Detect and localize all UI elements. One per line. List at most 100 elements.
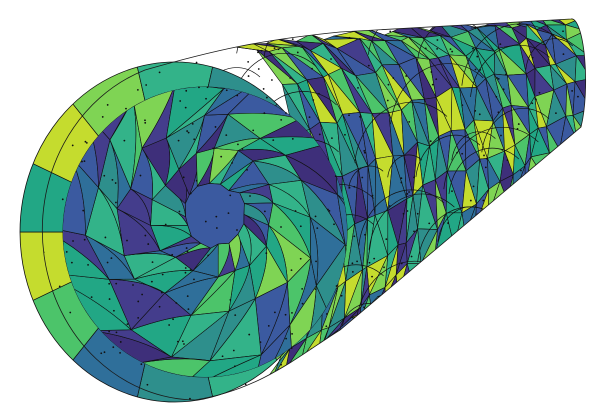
mesh-vertex <box>417 367 420 369</box>
mesh-vertex <box>495 95 498 98</box>
mesh-vertex <box>45 49 48 52</box>
mesh-vertex <box>271 79 273 81</box>
mesh-vertex <box>512 353 515 356</box>
mesh-vertex <box>101 116 104 118</box>
mesh-vertex <box>184 106 187 109</box>
mesh-vertex <box>146 383 149 386</box>
mesh-vertex <box>49 118 52 120</box>
mesh-vertex <box>484 375 487 377</box>
mesh-vertex <box>257 51 259 54</box>
mesh-vertex <box>234 314 237 317</box>
mesh-arc <box>451 131 496 161</box>
mesh-arc <box>448 147 520 194</box>
inner-facet <box>167 354 262 377</box>
mesh-facet <box>589 53 600 73</box>
mesh-vertex <box>207 254 210 257</box>
mesh-vertex <box>184 271 187 274</box>
mesh-vertex <box>565 165 568 168</box>
mesh-vertex <box>182 33 185 36</box>
mesh-vertex <box>67 397 70 399</box>
mesh-vertex <box>461 152 464 155</box>
mesh-vertex <box>215 215 218 218</box>
mesh-vertex <box>350 340 353 343</box>
mesh-vertex <box>478 365 480 367</box>
mesh-vertex <box>570 324 573 327</box>
mesh-vertex <box>291 137 294 140</box>
mesh-vertex <box>77 376 80 379</box>
mesh-arc <box>415 134 481 178</box>
mesh-vertex <box>185 89 188 92</box>
mesh-vertex <box>368 261 371 264</box>
mesh-vertex <box>401 307 404 310</box>
mesh-vertex <box>496 77 498 79</box>
mesh-vertex <box>234 365 236 368</box>
mesh-vertex <box>85 142 88 144</box>
mesh-facet <box>553 162 567 181</box>
mesh-facet <box>493 207 516 217</box>
mesh-vertex <box>410 255 413 258</box>
mesh-vertex <box>51 349 53 352</box>
mesh-vertex <box>335 285 338 287</box>
mesh-vertex <box>104 236 107 239</box>
mesh-vertex <box>175 302 178 304</box>
mesh-vertex <box>473 287 475 290</box>
mesh-facet <box>551 18 581 20</box>
mesh-vertex <box>185 247 188 249</box>
mesh-vertex <box>212 147 215 150</box>
mesh-vertex <box>189 192 192 195</box>
mesh-vertex <box>387 312 389 315</box>
mesh-vertex <box>497 111 500 114</box>
mesh-vertex <box>526 305 529 307</box>
mesh-vertex <box>280 118 283 121</box>
mesh-vertex <box>108 282 111 285</box>
mesh-vertex <box>482 199 485 202</box>
mesh-vertex <box>281 382 284 385</box>
mesh-arc <box>512 237 545 260</box>
mesh-vertex <box>332 347 335 350</box>
mesh-vertex <box>490 214 493 217</box>
mesh-vertex <box>291 332 293 335</box>
mesh-vertex <box>90 296 93 298</box>
mesh-facet <box>595 31 601 54</box>
mesh-facet <box>427 253 439 275</box>
mesh-vertex <box>557 157 560 159</box>
mesh-vertex <box>516 127 519 130</box>
mesh-vertex <box>28 83 30 85</box>
mesh-vertex <box>472 185 475 188</box>
mesh-facet <box>514 193 524 210</box>
mesh-vertex <box>123 139 126 142</box>
mesh-vertex <box>185 20 188 23</box>
mesh-vertex <box>371 194 374 197</box>
mesh-vertex <box>260 49 263 52</box>
mesh-vertex <box>113 309 115 312</box>
mesh-vertex <box>158 71 161 74</box>
mesh-vertex <box>408 191 410 193</box>
mesh-facet <box>577 144 586 167</box>
mesh-vertex <box>379 320 382 323</box>
mesh-facet <box>461 226 476 239</box>
mesh-arc <box>387 154 423 178</box>
mesh-vertex <box>125 107 127 110</box>
mesh-facet <box>493 207 513 223</box>
mesh-facet <box>572 157 586 172</box>
mesh-vertex <box>562 30 564 33</box>
mesh-vertex <box>305 380 308 382</box>
mesh-facet <box>512 186 526 207</box>
mesh-vertex <box>474 109 477 112</box>
mesh-vertex <box>140 363 143 366</box>
mesh-vertex <box>428 222 431 225</box>
mesh-facet <box>520 188 536 207</box>
mesh-vertex <box>547 224 550 227</box>
mesh-vertex <box>82 209 85 212</box>
mesh-facet <box>572 18 586 21</box>
mesh-facet <box>452 238 462 253</box>
mesh-vertex <box>262 88 265 90</box>
mesh-vertex <box>495 374 498 377</box>
mesh-facet <box>461 226 486 239</box>
mesh-vertex <box>205 97 207 100</box>
mesh-vertex <box>179 100 182 102</box>
mesh-vertex <box>247 75 250 77</box>
mesh-vertex <box>290 32 292 35</box>
mesh-facet <box>474 215 489 234</box>
mesh-vertex <box>478 277 481 280</box>
